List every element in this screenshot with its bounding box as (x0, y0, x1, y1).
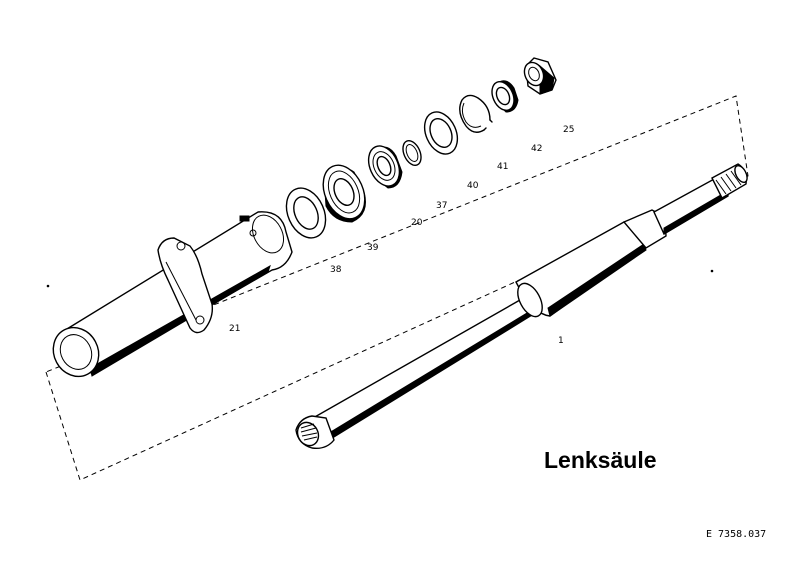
bearing-39 (322, 164, 366, 223)
part-label-1: 1 (558, 336, 564, 346)
part-label-41: 41 (497, 162, 508, 172)
jacket-tube (52, 211, 293, 378)
part-label-37: 37 (436, 201, 447, 211)
ring-37 (402, 139, 422, 167)
drawing-code: E 7358.037 (706, 529, 766, 540)
dot-mark (46, 284, 50, 288)
ring-42 (491, 80, 519, 113)
part-label-40: 40 (467, 181, 479, 191)
assembly-outline (45, 95, 749, 481)
part-label-38: 38 (330, 265, 342, 275)
washer-40 (423, 111, 459, 155)
part-label-25: 25 (563, 125, 574, 135)
part-label-42: 42 (531, 144, 542, 154)
bearing-20 (367, 145, 403, 189)
washer-38 (285, 187, 327, 239)
nut-25 (523, 57, 557, 95)
steering-shaft (295, 163, 748, 450)
part-label-39: 39 (367, 243, 379, 253)
dot-mark (710, 269, 714, 273)
diagram-title: Lenksäule (544, 447, 657, 473)
part-label-20: 20 (411, 218, 423, 228)
part-label-21: 21 (229, 324, 240, 334)
circlip-41 (459, 94, 493, 133)
